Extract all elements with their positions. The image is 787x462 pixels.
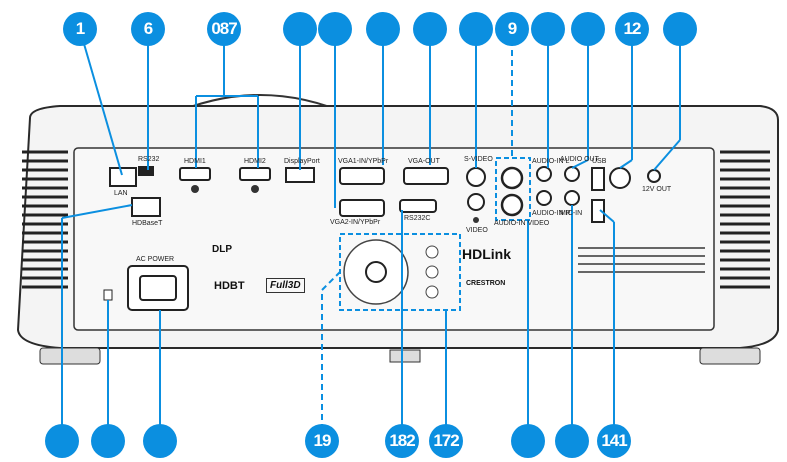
displayport-port xyxy=(285,167,315,183)
callout-marker xyxy=(413,12,447,46)
callout-number: 141 xyxy=(601,431,627,450)
callout-marker: 087 xyxy=(207,12,241,46)
vga-out-label: VGA-OUT xyxy=(408,158,440,165)
callout-marker: 6 xyxy=(131,12,165,46)
callout-marker xyxy=(663,12,697,46)
callout-number: 172 xyxy=(433,431,459,450)
mic-in-label: MIC-IN xyxy=(560,210,583,217)
hdbaset-label: HDBaseT xyxy=(132,220,163,227)
hdmi2-label: HDMI2 xyxy=(244,158,266,165)
vga-in2-label: VGA2-IN/YPbPr xyxy=(330,219,381,226)
callout-number: 19 xyxy=(313,431,332,450)
audio-out-label: AUDIO OUT xyxy=(560,156,599,163)
rs232c-port xyxy=(399,199,437,213)
callout-marker xyxy=(318,12,352,46)
hdmi1-label: HDMI1 xyxy=(184,158,206,165)
callout-number: 182 xyxy=(389,431,415,450)
callout-marker xyxy=(511,424,545,458)
vga-out-port xyxy=(403,167,449,185)
callout-marker xyxy=(459,12,493,46)
callout-marker xyxy=(143,424,177,458)
displayport-label: DisplayPort xyxy=(284,158,320,165)
callout-number: 12 xyxy=(623,19,642,38)
audio-in-l-label: AUDIO-IN L xyxy=(532,158,570,165)
callout-marker: 1 xyxy=(63,12,97,46)
callout-marker xyxy=(531,12,565,46)
callout-marker xyxy=(555,424,589,458)
vga-in1-port xyxy=(339,167,385,185)
hdbaset-port xyxy=(131,197,161,217)
vga-in2-port xyxy=(339,199,385,217)
audio-in-video-label: AUDIO-IN VIDEO xyxy=(494,220,550,227)
dc-out-label: 12V OUT xyxy=(642,186,672,193)
callout-marker xyxy=(45,424,79,458)
usb-label: USB xyxy=(592,158,607,165)
rs232c-label: RS232C xyxy=(404,215,431,222)
hdlink-logo: HDLink xyxy=(462,246,511,262)
rs232-label: RS232 xyxy=(138,156,160,163)
audio-in-r-label: AUDIO-IN R xyxy=(532,210,571,217)
callout-marker xyxy=(571,12,605,46)
lan-label: LAN xyxy=(114,190,128,197)
callout-number: 087 xyxy=(211,19,237,38)
hdmi2-port xyxy=(239,167,271,181)
left-vent xyxy=(22,150,68,289)
s-video-port xyxy=(466,167,486,187)
callout-number: 6 xyxy=(143,19,154,38)
callout-marker xyxy=(283,12,317,46)
callout-marker: 141 xyxy=(597,424,631,458)
right-vent xyxy=(720,150,770,289)
callout-marker: 9 xyxy=(495,12,529,46)
callout-marker: 172 xyxy=(429,424,463,458)
callout-number: 9 xyxy=(507,19,518,38)
callout-marker: 19 xyxy=(305,424,339,458)
usb-port xyxy=(591,167,605,191)
ac-power-label: AC POWER xyxy=(136,256,175,263)
lan-port xyxy=(109,167,137,187)
rs232-port xyxy=(138,166,154,176)
vga-in1-label: VGA1-IN/YPbPr xyxy=(338,158,389,165)
hdmi1-port xyxy=(179,167,211,181)
kensington-lock xyxy=(103,289,113,301)
callout-number: 1 xyxy=(75,19,86,38)
video-port xyxy=(467,193,485,211)
crestron-logo: CRESTRON xyxy=(466,280,506,287)
dc-out-port xyxy=(647,169,661,183)
callout-marker xyxy=(366,12,400,46)
full3d-logo: Full3D xyxy=(266,278,305,293)
s-video-label: S-VIDEO xyxy=(464,156,493,163)
video-label: VIDEO xyxy=(466,227,488,234)
callout-marker: 12 xyxy=(615,12,649,46)
callout-marker xyxy=(91,424,125,458)
hdbt-logo: HDBT xyxy=(214,280,245,292)
callout-marker: 182 xyxy=(385,424,419,458)
dlp-logo: DLP xyxy=(212,244,232,255)
